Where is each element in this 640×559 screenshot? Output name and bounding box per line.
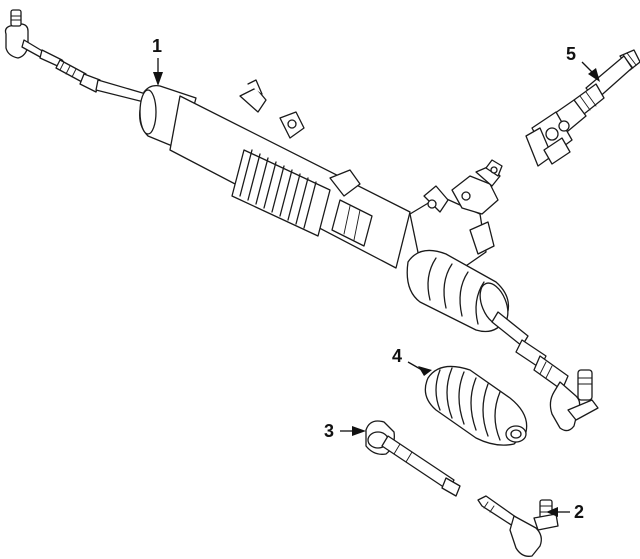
pinion-valve-housing: [409, 159, 503, 271]
callout-1: 1: [152, 36, 163, 86]
rack-housing: [139, 79, 411, 269]
callout-2: 2: [546, 502, 584, 522]
callout-label-5: 5: [566, 44, 576, 64]
callout-3: 3: [324, 421, 366, 441]
left-tie-rod-end: [4, 9, 87, 83]
callout-label-2: 2: [574, 502, 584, 522]
steering-gear-assembly[interactable]: [4, 9, 599, 432]
intermediate-steering-shaft[interactable]: [525, 49, 640, 167]
inner-tie-rod[interactable]: [365, 420, 461, 497]
callout-label-3: 3: [324, 421, 334, 441]
callout-5: 5: [566, 44, 600, 82]
right-tie-rod-end-on-rack: [515, 339, 599, 432]
callout-4: 4: [392, 346, 432, 376]
callout-label-1: 1: [152, 36, 162, 56]
right-rack-end: [406, 249, 529, 347]
outer-tie-rod-end[interactable]: [477, 495, 559, 557]
left-inner-tie-rod: [79, 73, 147, 103]
rack-boot-bellow[interactable]: [424, 365, 528, 446]
callout-label-4: 4: [392, 346, 402, 366]
